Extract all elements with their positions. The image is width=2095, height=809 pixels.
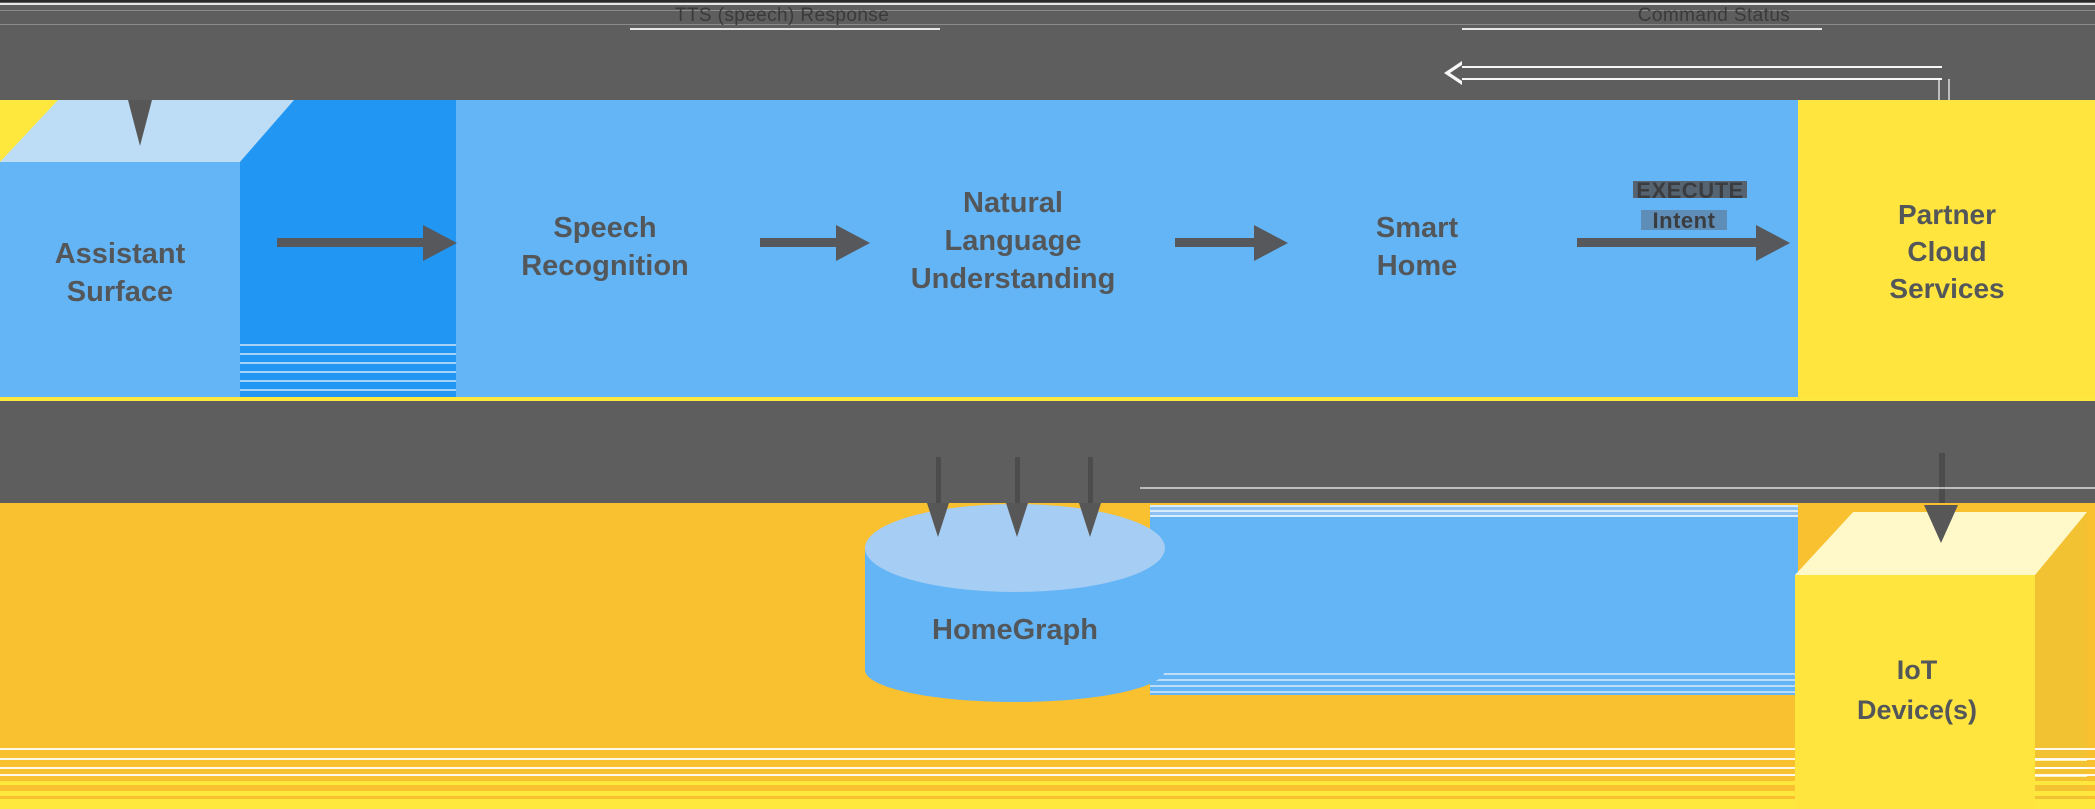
divider bbox=[0, 3, 2095, 5]
homegraph-label: HomeGraph bbox=[932, 614, 1098, 646]
divider bbox=[1140, 487, 2095, 489]
google-assistant-box bbox=[456, 100, 1798, 397]
down-shaft-homegraph-2 bbox=[1015, 457, 1020, 503]
smart-home-label: Smart Home bbox=[1375, 212, 1459, 282]
execute-intent-label-line1: EXECUTE bbox=[1636, 178, 1744, 203]
speech-recognition-label: Speech Recognition bbox=[521, 212, 689, 282]
homegraph-band bbox=[1150, 517, 1798, 669]
divider bbox=[0, 10, 2095, 11]
partner-cloud-box bbox=[1798, 100, 2095, 397]
ground-stripe bbox=[0, 758, 2095, 760]
command-status-underline bbox=[1462, 28, 1822, 30]
command-status-connector bbox=[1938, 79, 1950, 100]
iot-cube-front-face bbox=[1795, 575, 2035, 809]
homegraph-band-top-stripes bbox=[1150, 505, 1798, 517]
ground-stripe bbox=[0, 767, 2095, 769]
ground-stripe bbox=[0, 774, 2095, 776]
assistant-surface-label: Assistant Surface bbox=[54, 238, 186, 308]
nlu-label: Natural Language Understanding bbox=[910, 187, 1116, 295]
arrow-smarthome-to-partner bbox=[1577, 238, 1756, 247]
ground-stripe bbox=[0, 748, 2095, 750]
tts-response-label: TTS (speech) Response bbox=[674, 5, 890, 26]
homegraph-cylinder-bottom bbox=[865, 638, 1165, 702]
pipeline-row: Assistant Surface Partner Cloud Services… bbox=[0, 100, 2095, 401]
status-band bbox=[0, 401, 2095, 503]
execute-label-smear bbox=[1633, 181, 1747, 198]
arrow-surface-to-speech bbox=[277, 238, 423, 247]
command-status-arrow bbox=[1462, 66, 1942, 80]
command-status-label: Command Status bbox=[1637, 5, 1791, 26]
band-top-edge bbox=[0, 0, 2095, 2]
iot-devices-label: IoT Device(s) bbox=[1856, 655, 1978, 725]
down-shaft-iot bbox=[1939, 453, 1945, 503]
arrow-nlu-to-smarthome bbox=[1175, 238, 1254, 247]
ground-stripe-yellow bbox=[0, 791, 2095, 796]
down-shaft-homegraph-3 bbox=[1088, 457, 1093, 503]
homegraph-band-bottom-stripes bbox=[1150, 669, 1798, 695]
ground-row: HomeGraph IoT Device(s) bbox=[0, 503, 2095, 809]
partner-cloud-label: Partner Cloud Services bbox=[1889, 199, 2005, 304]
execute-intent-label-line2: Intent bbox=[1652, 208, 1716, 233]
divider bbox=[0, 24, 2095, 25]
intent-label-smear bbox=[1641, 210, 1727, 230]
cube-side-stripes bbox=[240, 337, 456, 397]
ground-stripe-yellow bbox=[0, 781, 2095, 785]
ground-bottom-strip bbox=[0, 799, 2095, 809]
response-band: TTS (speech) Response Command Status bbox=[0, 0, 2095, 100]
arrow-speech-to-nlu bbox=[760, 238, 836, 247]
down-shaft-homegraph-1 bbox=[936, 457, 941, 503]
tts-response-underline bbox=[630, 28, 940, 30]
assistant-cube-front-face bbox=[0, 162, 240, 397]
